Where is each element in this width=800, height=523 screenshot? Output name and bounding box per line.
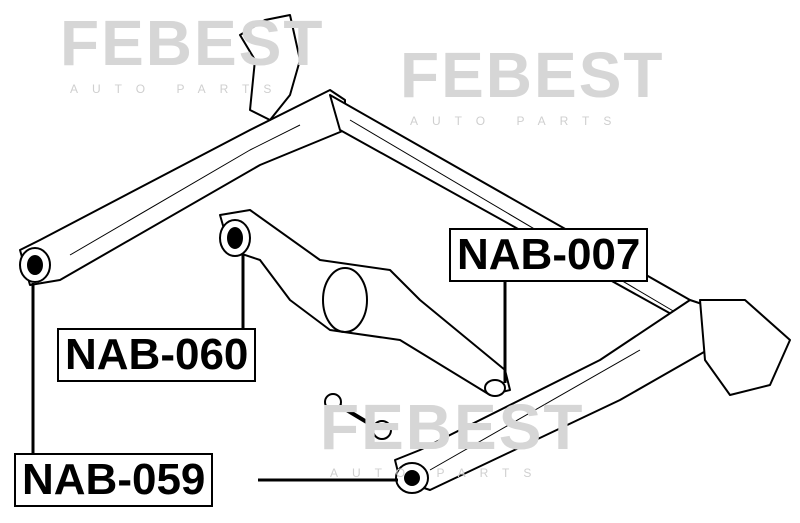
- left-knuckle: [239, 14, 301, 121]
- bushing-nab-007: [484, 379, 506, 397]
- callout-nab-007: NAB-007: [449, 228, 649, 282]
- callout-nab-060: NAB-060: [57, 328, 257, 382]
- right-knuckle: [699, 299, 791, 396]
- callout-nab-059: NAB-059: [14, 453, 214, 507]
